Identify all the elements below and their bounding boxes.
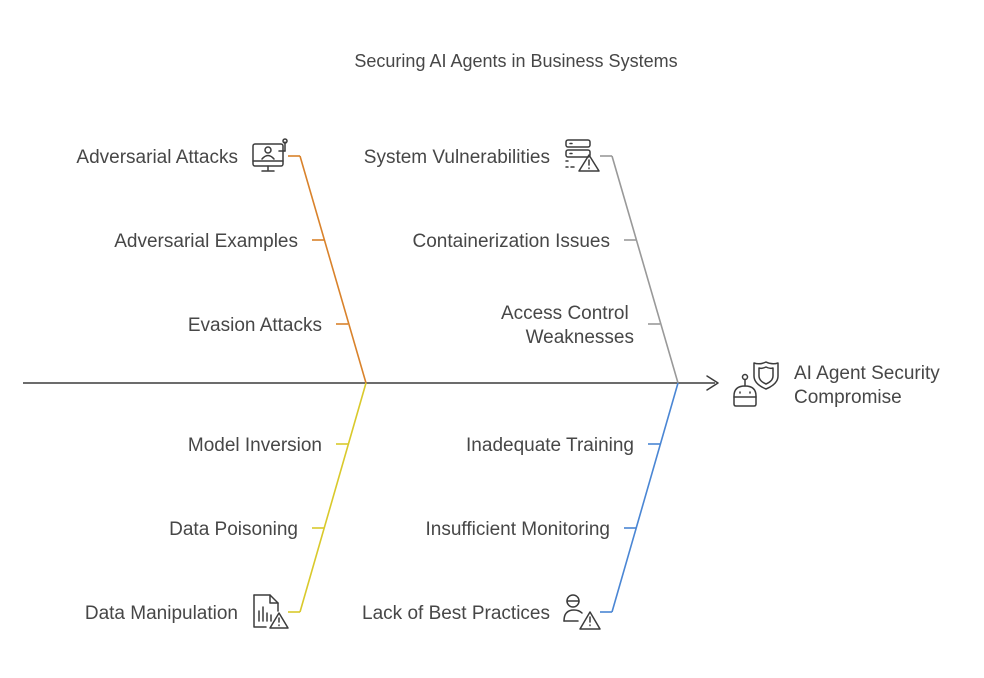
person-warning-icon xyxy=(563,594,601,630)
spine-arrowhead xyxy=(706,375,719,391)
cause-inadequate-training: Inadequate Training xyxy=(466,435,634,456)
cause-evasion-attacks: Evasion Attacks xyxy=(188,315,322,336)
branch-system-vulnerabilities xyxy=(600,155,679,384)
robot-shield-icon xyxy=(733,361,779,407)
diagram-title: Securing AI Agents in Business Systems xyxy=(354,51,677,71)
effect-label-line1: AI Agent Security xyxy=(794,363,940,384)
branch-header-adversarial-attacks: Adversarial Attacks xyxy=(76,147,238,168)
cause-containerization-issues: Containerization Issues xyxy=(413,231,611,252)
cause-insufficient-monitoring: Insufficient Monitoring xyxy=(426,519,610,540)
cause-data-poisoning: Data Poisoning xyxy=(169,519,298,540)
branch-line xyxy=(299,155,367,384)
effect-label: AI Agent Security Compromise xyxy=(794,363,945,408)
cause-access-control-line2: Weaknesses xyxy=(526,327,634,348)
monitor-hacker-icon xyxy=(252,138,288,172)
cause-adversarial-examples: Adversarial Examples xyxy=(114,231,298,252)
cause-model-inversion: Model Inversion xyxy=(188,435,322,456)
server-warning-icon xyxy=(565,139,600,172)
branch-adversarial-attacks xyxy=(288,155,367,384)
branch-header-system-vulnerabilities: System Vulnerabilities xyxy=(364,147,550,168)
cause-access-control-weaknesses: Access Control Weaknesses xyxy=(501,303,634,348)
branch-data-manipulation xyxy=(288,382,367,613)
branch-line xyxy=(611,155,679,384)
branch-line xyxy=(299,382,367,613)
branch-lack-of-best-practices xyxy=(600,382,679,613)
branch-header-data-manipulation: Data Manipulation xyxy=(85,603,238,624)
branch-header-lack-of-best-practices: Lack of Best Practices xyxy=(362,603,550,624)
cause-access-control-line1: Access Control xyxy=(501,303,629,324)
branch-line xyxy=(611,382,679,613)
document-chart-warning-icon xyxy=(253,594,289,629)
effect-label-line2: Compromise xyxy=(794,387,902,408)
